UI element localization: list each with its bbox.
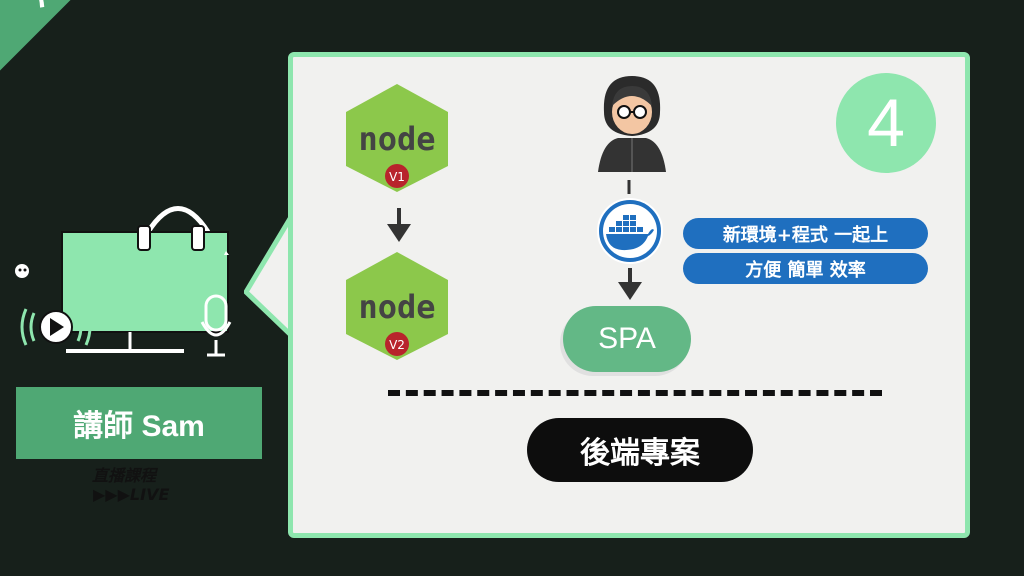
spa-label: SPA [563,306,691,372]
node-v1-icon: node V1 [346,84,448,192]
docker-tag-2: 方便 簡單 效率 [683,253,928,284]
node-version-v1: V1 [389,170,405,184]
backend-project-label: 後端專案 [527,418,753,482]
docker-icon [597,198,663,264]
dashed-divider [388,390,882,396]
academy-name: 六角學院 [11,0,147,14]
node-v2-icon: node V2 [346,252,448,360]
academy-ribbon: 六角學院 [0,0,219,86]
live-badge: 直播課程 ▶▶▶LIVE [0,200,280,504]
instructor-label: 講師 Sam [16,387,262,459]
node-logo-v1: node [358,120,435,158]
live-subtitle: ▶▶▶LIVE [93,485,170,504]
developer-avatar [598,76,666,172]
live-title: 直播課程 [92,466,157,485]
step-number-badge: 4 [836,73,936,173]
live-illustration [15,206,232,357]
bubble-pointer [244,212,296,338]
connector-line [627,180,631,194]
arrow-down-icon [618,268,642,300]
docker-tag-1: 新環境+程式 一起上 [683,218,928,249]
node-logo-v2: node [358,288,435,326]
node-version-v2: V2 [389,338,405,352]
arrow-down-icon [387,208,411,242]
